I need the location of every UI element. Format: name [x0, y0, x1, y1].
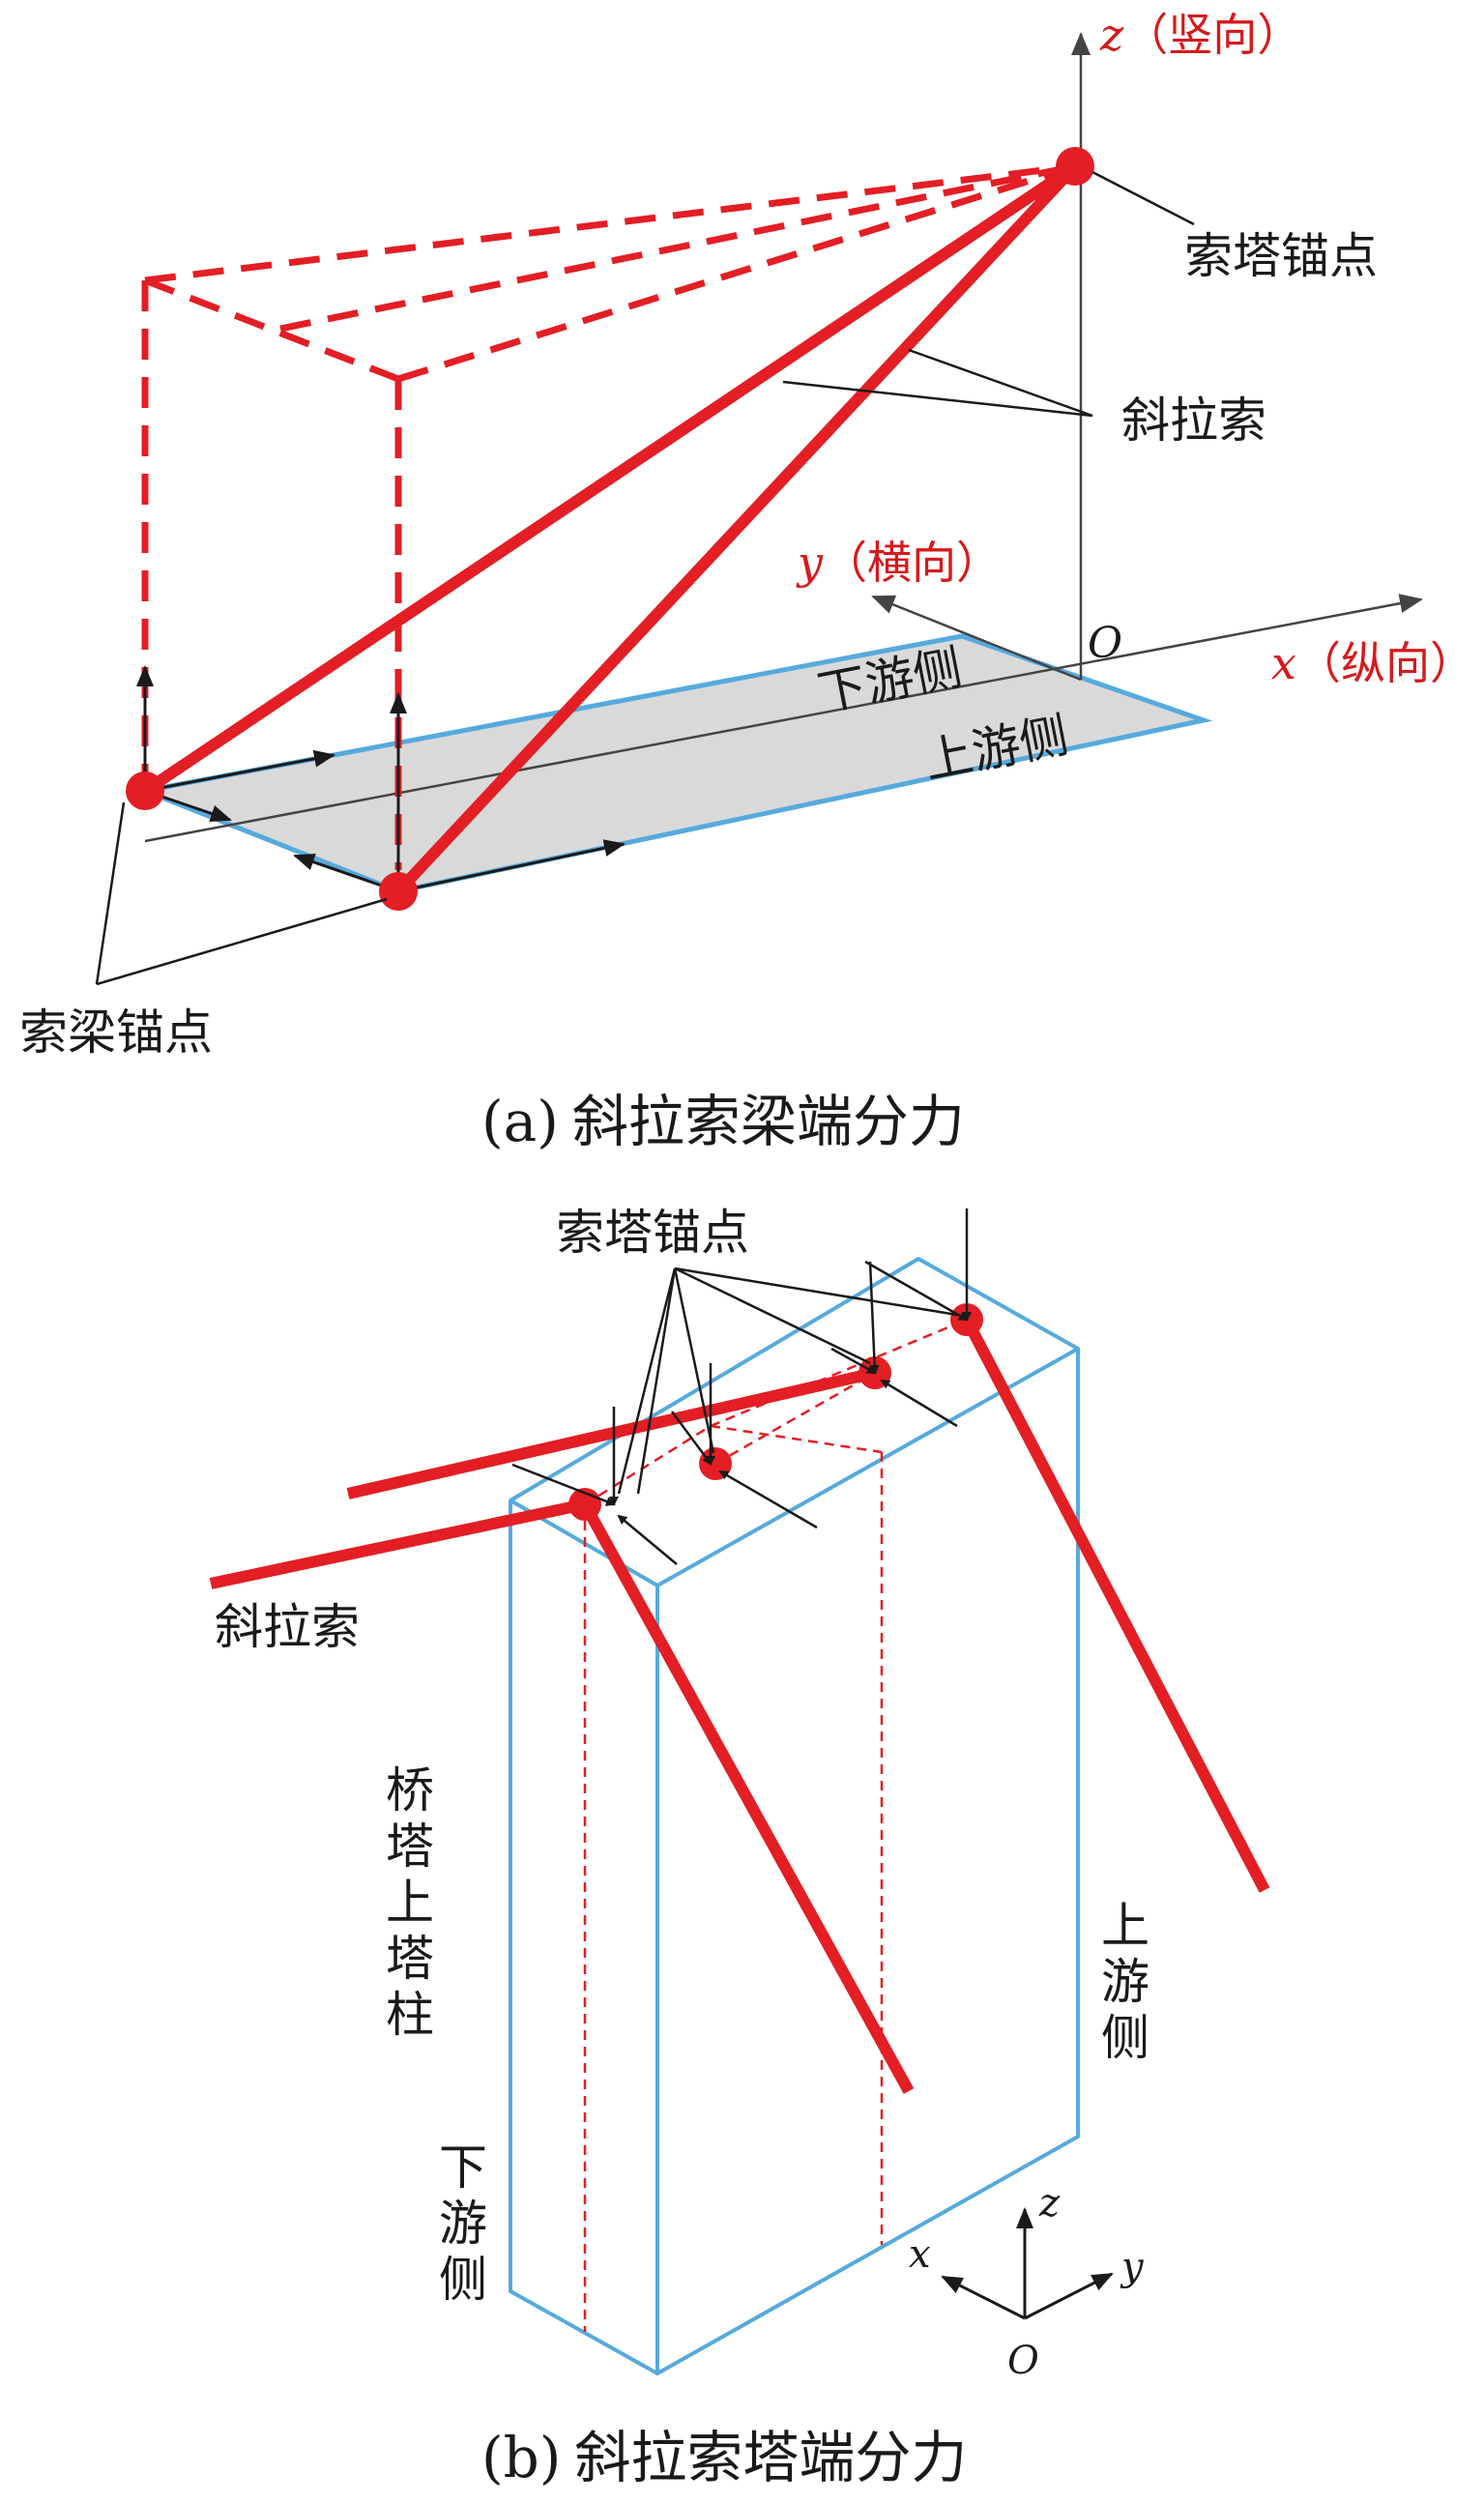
caption-b-text: 斜拉索塔端分力 — [574, 2425, 967, 2490]
beam-anchor-point-1 — [126, 771, 164, 810]
leader-lines-a — [95, 170, 1195, 986]
upstream-side-label-b: 上游侧 — [1093, 1900, 1149, 2068]
caption-b-letter: (b) — [481, 2425, 561, 2490]
y-axis — [871, 595, 1082, 682]
y-axis-label: y（横向） — [796, 537, 1001, 589]
local-z-label: z — [1038, 2181, 1061, 2226]
panel-b: z x y O 索塔锚点 斜拉索 桥塔上塔柱 上游侧 下游侧 (b)斜拉索塔端分… — [209, 1205, 1270, 2490]
y-direction: （横向） — [823, 537, 1001, 589]
stay-cable-label-b: 斜拉索 — [215, 1599, 360, 1655]
z-axis-label: z（竖向） — [1099, 9, 1301, 61]
stay-cable-a1 — [139, 160, 1081, 797]
tower-column-box — [509, 1257, 1080, 2375]
stay-cables-b — [209, 1317, 1270, 2094]
leader-lines-b — [617, 1266, 958, 1495]
origin-label: O — [1088, 619, 1122, 668]
x-axis — [144, 594, 1423, 843]
anchor-guides — [583, 1318, 968, 2332]
panel-a: z（竖向） y（横向） x（纵向） O 索塔锚点 斜拉索 下游侧 上游侧 索梁锚… — [19, 9, 1474, 1154]
tower-column-label: 桥塔上塔柱 — [378, 1764, 434, 2045]
local-x-label: x — [909, 2232, 931, 2277]
caption-b: (b)斜拉索塔端分力 — [481, 2425, 967, 2490]
x-direction: （纵向） — [1296, 637, 1474, 689]
local-axes — [941, 2207, 1114, 2320]
x-axis-label: x（纵向） — [1271, 637, 1474, 689]
z-var: z — [1099, 9, 1124, 61]
stay-cable-a2 — [393, 160, 1081, 897]
local-y-label: y — [1120, 2245, 1145, 2289]
caption-a: (a)斜拉索梁端分力 — [481, 1089, 965, 1154]
downstream-side-label-b: 下游侧 — [431, 2141, 487, 2310]
caption-a-letter: (a) — [481, 1089, 559, 1154]
tower-anchor-label-b: 索塔锚点 — [556, 1205, 749, 1261]
stay-cable-label: 斜拉索 — [1121, 393, 1266, 449]
tower-anchor-point — [1056, 147, 1094, 186]
force-arrows-b — [511, 1208, 972, 1565]
y-var: y — [796, 537, 824, 589]
x-var: x — [1271, 637, 1296, 689]
tower-anchor-label: 索塔锚点 — [1184, 228, 1378, 284]
z-direction: （竖向） — [1123, 9, 1301, 61]
beam-anchor-point-2 — [379, 872, 418, 911]
local-origin-label: O — [1007, 2339, 1039, 2383]
caption-a-text: 斜拉索梁端分力 — [572, 1089, 965, 1154]
beam-anchor-label: 索梁锚点 — [19, 1004, 213, 1061]
